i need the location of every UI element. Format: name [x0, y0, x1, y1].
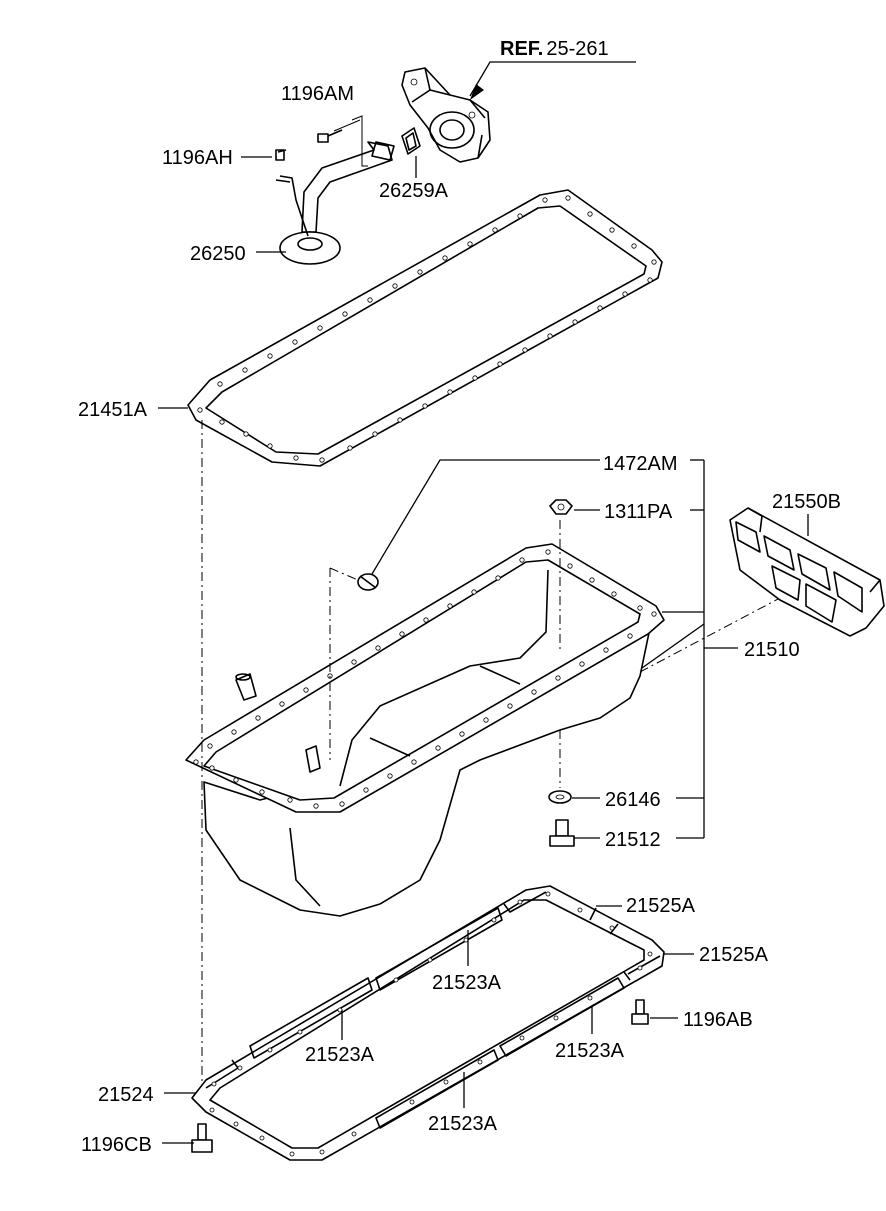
baffle-21550B-drawing	[729, 507, 885, 637]
label-21550B: 21550B	[772, 491, 841, 513]
drain-plug-21512-drawing	[549, 819, 575, 847]
label-21523A-3: 21523A	[555, 1040, 625, 1062]
bracket-tick-pan-lower	[641, 623, 705, 669]
label-21524: 21524	[98, 1084, 154, 1106]
reference-arrowhead	[470, 84, 484, 100]
bolt-1196CB-drawing	[191, 1123, 213, 1153]
label-21512: 21512	[605, 829, 661, 851]
label-1196AB: 1196AB	[683, 1009, 753, 1031]
oil-strainer-drawing	[275, 141, 395, 265]
label-21523A-1: 21523A	[432, 972, 502, 994]
label-21523A-2: 21523A	[305, 1044, 375, 1066]
oil-pan-21510-drawing	[185, 543, 665, 917]
lower-gasket-21524-drawing	[191, 885, 665, 1161]
reference-leader	[469, 61, 636, 97]
label-1196CB: 1196CB	[81, 1134, 152, 1156]
center-line-21550B	[639, 597, 781, 673]
oil-pump-drawing	[401, 67, 491, 163]
gasket-26259A-drawing	[401, 127, 421, 155]
label-21510: 21510	[744, 639, 800, 661]
label-26259A: 26259A	[379, 180, 449, 202]
clip-1472AM-drawing	[357, 573, 379, 591]
center-line-1472AM-jog	[329, 567, 359, 581]
label-26146: 26146	[605, 789, 661, 811]
label-1196AH: 1196AH	[162, 147, 233, 169]
reference-label: REF.25-261	[500, 38, 609, 60]
label-1196AM: 1196AM	[281, 83, 354, 105]
leader-1472AM	[371, 459, 600, 575]
label-21523A-4: 21523A	[428, 1113, 498, 1135]
bolt-1196AB-drawing	[631, 999, 649, 1025]
bolt-1196AH-drawing	[275, 149, 287, 161]
label-21451A: 21451A	[78, 399, 148, 421]
bolt-1196AM-drawing	[317, 129, 343, 143]
washer-26146-drawing	[548, 790, 572, 804]
label-26250: 26250	[190, 243, 246, 265]
upper-gasket-21451A-drawing	[187, 189, 663, 467]
nut-1311PA-drawing	[549, 499, 573, 515]
label-1311PA: 1311PA	[604, 501, 673, 523]
label-21525A-right: 21525A	[699, 944, 769, 966]
label-1472AM: 1472AM	[603, 453, 678, 475]
label-21525A-upper: 21525A	[626, 895, 696, 917]
bolt-1196AM-leader-guide	[333, 115, 368, 167]
